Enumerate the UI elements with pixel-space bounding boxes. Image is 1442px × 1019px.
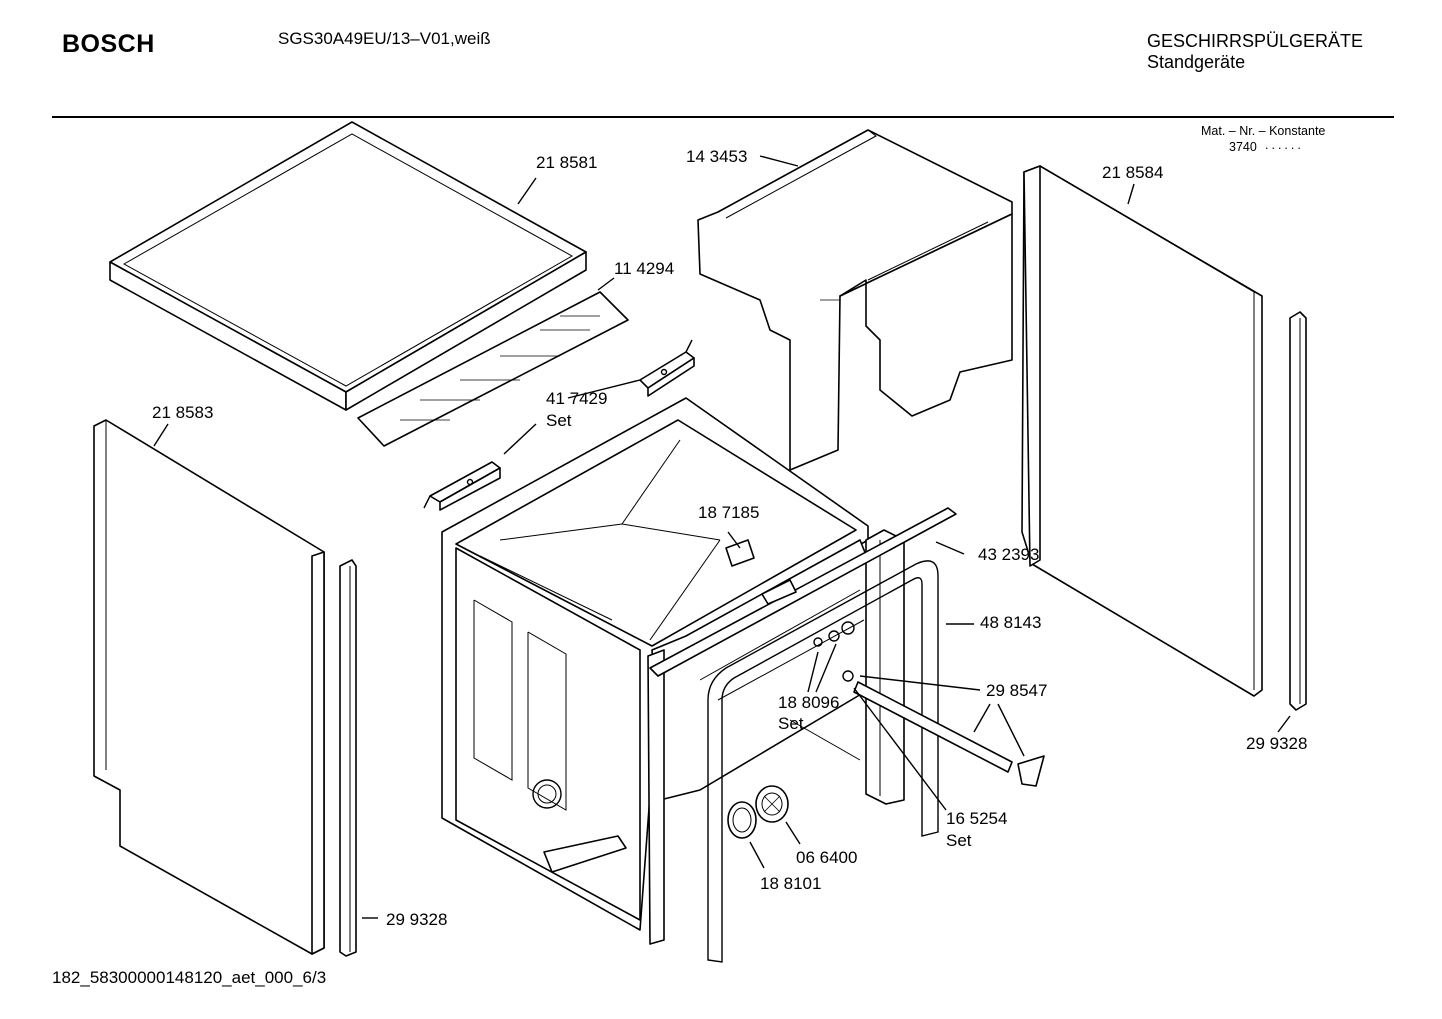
part-label: 21 8584 <box>1102 163 1163 182</box>
top-cover-plate <box>109 121 587 411</box>
part-label: 18 8101 <box>760 874 821 893</box>
drain-filter <box>755 785 789 823</box>
part-label: 29 9328 <box>1246 734 1307 753</box>
category-title: GESCHIRRSPÜLGERÄTE <box>1147 31 1364 51</box>
right-side-rail <box>1289 311 1307 711</box>
mat-nr-dots: ...... <box>1265 138 1304 152</box>
part-label: 29 8547 <box>986 681 1047 700</box>
leader-lines <box>153 155 1291 919</box>
dishwasher-tub <box>441 397 905 945</box>
part-label: 21 8583 <box>152 403 213 422</box>
right-side-panel <box>1021 165 1263 697</box>
part-label: 21 8581 <box>536 153 597 172</box>
model-number: SGS30A49EU/13–V01,weiß <box>278 29 491 48</box>
mat-nr-value: 3740 <box>1229 140 1257 154</box>
part-label: 16 5254 <box>946 809 1007 828</box>
drawing-code: 182_58300000148120_aet_000_6/3 <box>52 968 327 987</box>
part-label: 18 8096 <box>778 693 839 712</box>
part-label-note: Set <box>946 831 972 850</box>
door-seal <box>707 560 939 963</box>
part-label-note: Set <box>546 411 572 430</box>
part-label: 43 2393 <box>978 545 1039 564</box>
mat-nr-label: Mat. – Nr. – Konstante <box>1201 124 1326 138</box>
header-divider <box>52 116 1394 118</box>
mounting-bracket-lower <box>423 461 501 511</box>
hinge-parts <box>725 539 1045 787</box>
insulation-mat <box>357 291 629 447</box>
part-label: 06 6400 <box>796 848 857 867</box>
part-label: 29 9328 <box>386 910 447 929</box>
part-label: 18 7185 <box>698 503 759 522</box>
part-labels: 21 8581 14 3453 21 8584 11 4294 41 7429 … <box>152 147 1307 929</box>
part-label-note: Set <box>778 714 804 733</box>
rear-top-panel <box>697 129 1013 471</box>
part-label: 11 4294 <box>614 259 674 278</box>
left-side-panel <box>93 419 325 955</box>
seal-strip <box>649 507 957 677</box>
brand-logo: BOSCH <box>62 30 155 58</box>
part-label: 14 3453 <box>686 147 747 166</box>
part-label: 41 7429 <box>546 389 607 408</box>
mounting-bracket-upper <box>639 339 695 397</box>
left-side-rail <box>339 559 357 957</box>
drain-gasket <box>727 801 757 839</box>
category-subtitle: Standgeräte <box>1147 52 1246 72</box>
part-label: 48 8143 <box>980 613 1041 632</box>
